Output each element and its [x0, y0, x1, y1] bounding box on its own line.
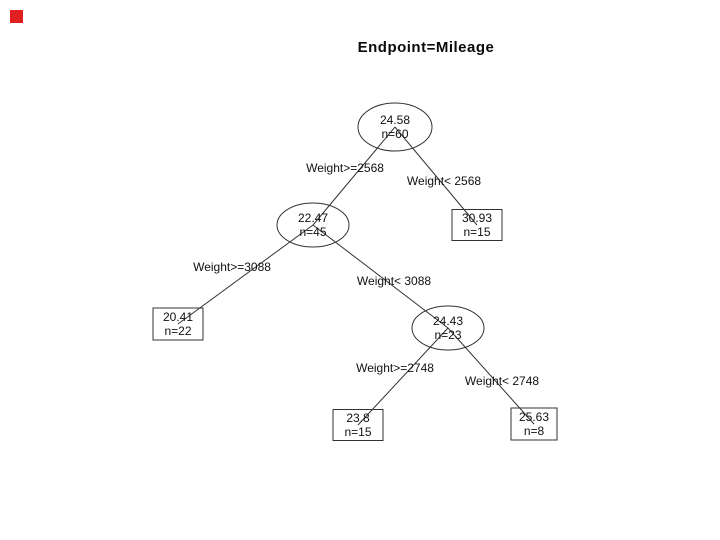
leaf-weight-ge-2748-box	[332, 409, 384, 441]
node-weight-ge-2568-ellipse	[276, 202, 350, 248]
leaf-weight-ge-3088-value: 20.41	[163, 310, 193, 324]
node-weight-ge-2568-value: 22.47	[298, 211, 328, 225]
split-label-2: Weight>=3088	[193, 260, 271, 274]
node-weight-lt-3088-ellipse	[411, 305, 485, 351]
split-label-4: Weight>=2748	[356, 361, 434, 375]
leaf-weight-lt-2568-box	[451, 209, 503, 241]
leaf-weight-ge-3088-box	[152, 307, 204, 341]
leaf-weight-ge-2748-value: 23.8	[346, 411, 370, 425]
leaf-weight-lt-2568-count: n=15	[463, 225, 490, 239]
tree-edge-1	[394, 126, 478, 226]
leaf-weight-lt-2748-count: n=8	[524, 424, 545, 438]
tree-edge-4	[357, 327, 449, 426]
node-root-count: n=60	[381, 127, 408, 141]
leaf-weight-lt-2748-box	[510, 407, 558, 441]
tree-edge-0	[312, 126, 396, 226]
node-weight-lt-3088-count: n=23	[434, 328, 461, 342]
node-root-ellipse	[357, 102, 433, 152]
node-weight-lt-3088-value: 24.43	[433, 314, 463, 328]
split-label-5: Weight< 2748	[465, 374, 539, 388]
split-label-3: Weight< 3088	[357, 274, 431, 288]
node-weight-ge-2568-count: n=45	[299, 225, 326, 239]
leaf-weight-lt-2568-value: 30.93	[462, 211, 492, 225]
plot-title: Endpoint=Mileage	[357, 39, 495, 56]
leaf-weight-ge-3088-count: n=22	[164, 324, 191, 338]
tree-edge-2	[177, 224, 314, 325]
split-label-1: Weight< 2568	[407, 174, 481, 188]
node-root-value: 24.58	[380, 113, 410, 127]
red-square-marker	[10, 10, 23, 23]
leaf-weight-lt-2748-value: 25.63	[519, 410, 549, 424]
leaf-weight-ge-2748-count: n=15	[344, 425, 371, 439]
split-label-0: Weight>=2568	[306, 161, 384, 175]
